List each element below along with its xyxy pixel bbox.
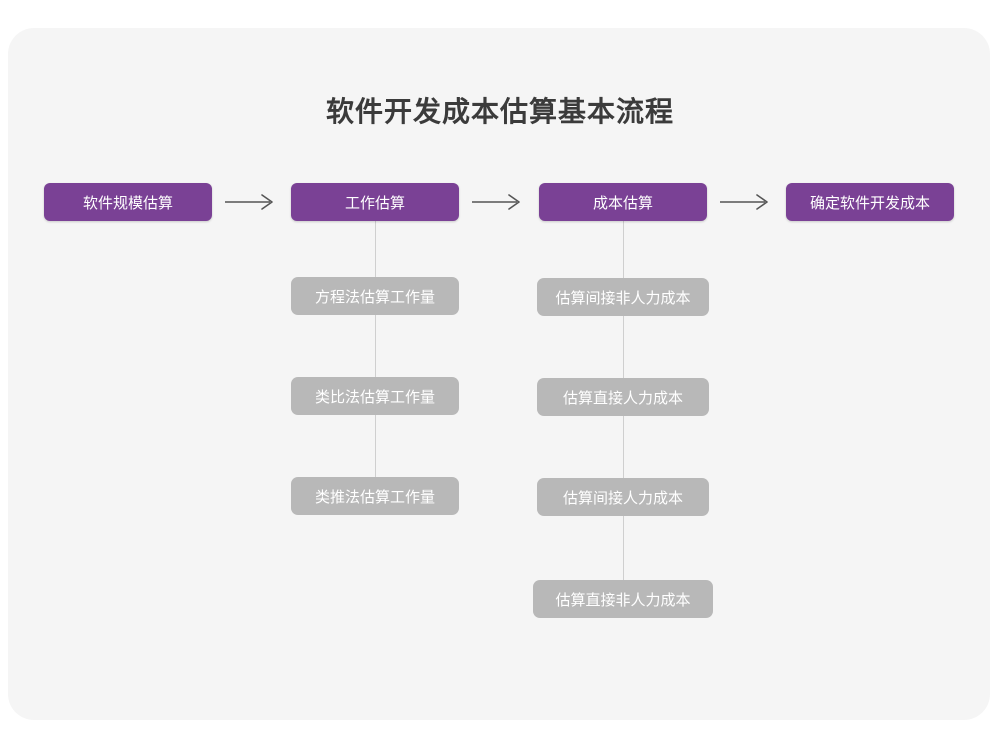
branch-item-equation-method-workload[interactable]: 方程法估算工作量 (291, 277, 459, 315)
branch-line-work-estimation (375, 221, 376, 497)
page-title: 软件开发成本估算基本流程 (325, 96, 674, 127)
arrow-right-icon-3 (719, 191, 774, 213)
flow-step-software-size-estimation[interactable]: 软件规模估算 (44, 183, 212, 221)
flow-step-determine-development-cost[interactable]: 确定软件开发成本 (786, 183, 954, 221)
branch-item-direct-nonlabor-cost[interactable]: 估算直接非人力成本 (533, 580, 713, 618)
branch-item-analogy-method-workload[interactable]: 类比法估算工作量 (291, 377, 459, 415)
branch-item-indirect-labor-cost[interactable]: 估算间接人力成本 (537, 478, 709, 516)
arrow-right-icon-1 (224, 191, 279, 213)
flow-step-cost-estimation[interactable]: 成本估算 (539, 183, 707, 221)
content-panel (8, 28, 990, 720)
branch-item-inference-method-workload[interactable]: 类推法估算工作量 (291, 477, 459, 515)
branch-item-direct-labor-cost[interactable]: 估算直接人力成本 (537, 378, 709, 416)
branch-item-indirect-nonlabor-cost[interactable]: 估算间接非人力成本 (537, 278, 709, 316)
arrow-right-icon-2 (471, 191, 526, 213)
flow-step-work-estimation[interactable]: 工作估算 (291, 183, 459, 221)
